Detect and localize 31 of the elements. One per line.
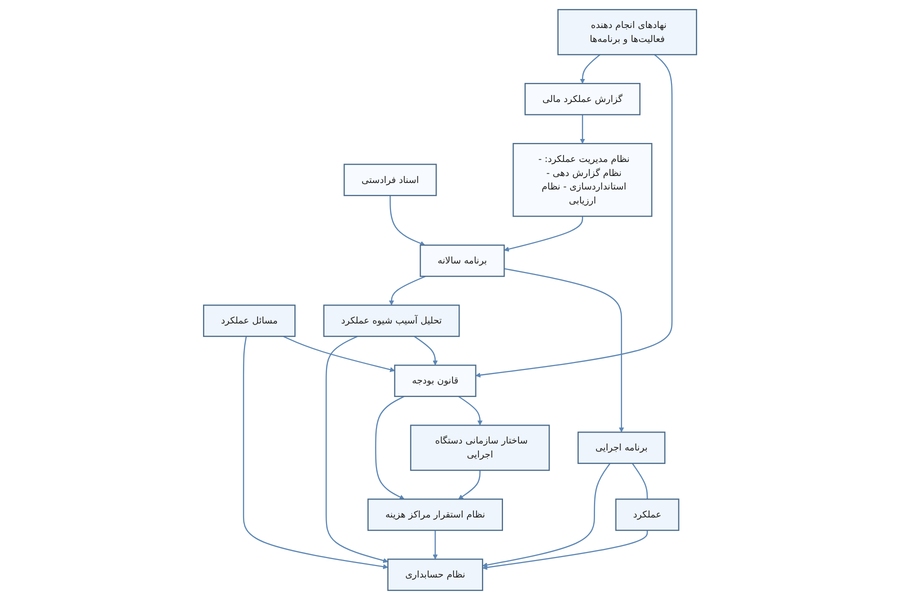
arrow: [458, 470, 480, 500]
arrow: [390, 196, 425, 246]
arrow: [375, 396, 404, 500]
arrow: [580, 54, 600, 84]
node-box: نظام استقرار مراکز هزینه: [367, 498, 503, 531]
node-box: مسائل عملکرد: [202, 304, 296, 337]
arrow: [388, 276, 426, 306]
arrow: [482, 530, 648, 570]
arrow: [414, 336, 438, 366]
arrow: [326, 336, 388, 563]
arrow: [504, 268, 624, 432]
node-box: نظام مدیریت عملکرد: - نظام گزارش دهی - استانداردسازی - نظام ارزیابی: [512, 142, 652, 217]
node-box: ساختار سازمانی دستگاه اجرایی: [410, 424, 550, 471]
connector: [632, 463, 648, 500]
node-box: اسناد فرادستی: [344, 164, 437, 196]
node-box: برنامه سالانه: [420, 244, 505, 277]
node-box: برنامه اجرایی: [577, 432, 666, 464]
arrow: [580, 114, 585, 144]
arrow: [282, 336, 395, 372]
node-box: گزارش عملکرد مالی: [524, 82, 640, 116]
node-box: عملکرد: [615, 498, 680, 531]
node-box: نهادهای انجام دهنده فعالیت‌ها و برنامه‌ها: [557, 9, 698, 56]
node-box: قانون بودجه: [394, 364, 476, 397]
arrow: [504, 216, 583, 252]
node-box: تحلیل آسیب شیوه عملکرد: [323, 304, 460, 337]
arrow: [432, 530, 438, 560]
arrow: [475, 54, 672, 378]
arrow: [458, 396, 482, 426]
node-box: نظام حسابداری: [387, 558, 484, 591]
arrow: [482, 463, 610, 568]
arrow: [242, 336, 388, 570]
